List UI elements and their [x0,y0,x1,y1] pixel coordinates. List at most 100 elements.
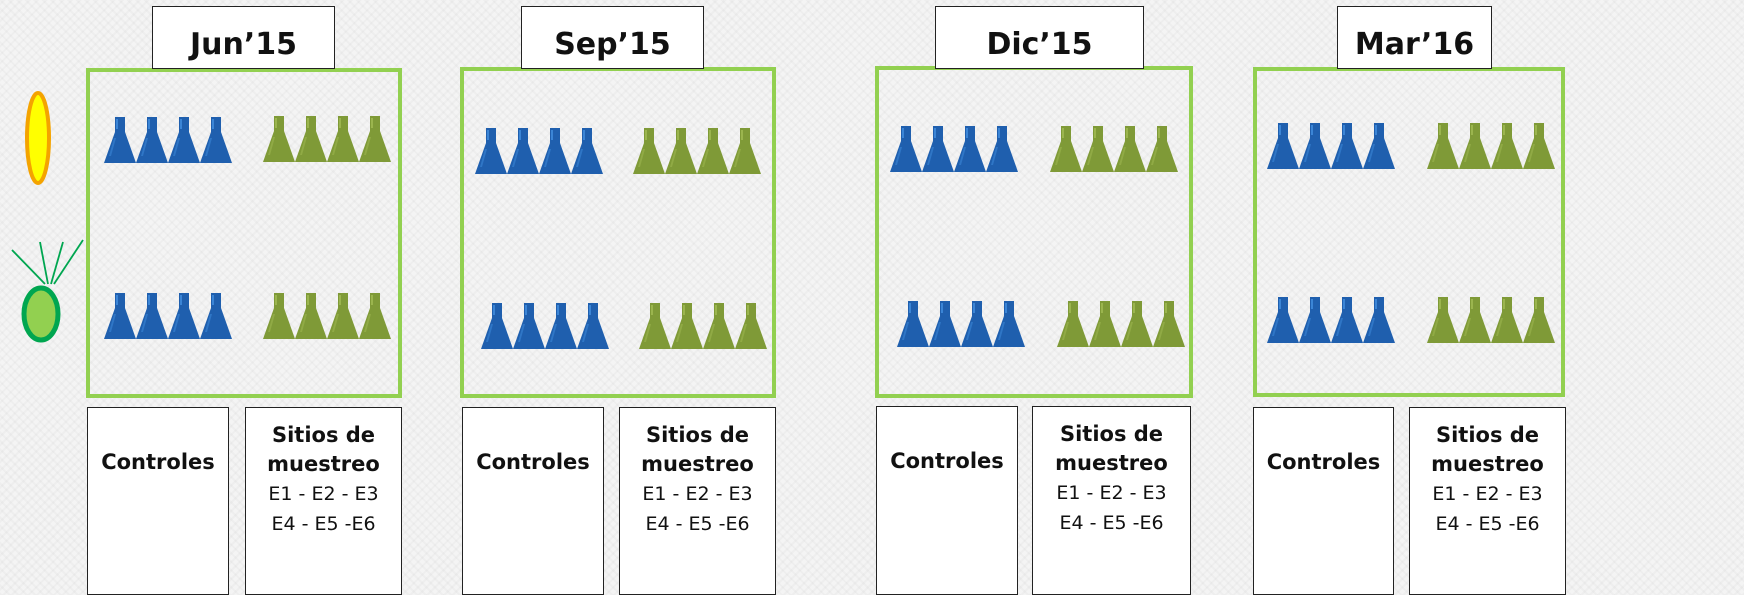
green-flask-icon [1459,297,1491,343]
green-flask-icon [359,116,391,162]
green-flask-icon [263,293,295,339]
panel-frame [1253,67,1565,397]
panel-date-title: Jun’15 [152,6,335,69]
green-flask-icon [327,293,359,339]
blue-flask-icon [922,126,954,172]
blue-flask-icon [993,301,1025,347]
controls-label: Controles [1266,450,1381,474]
sampling-sites-title: muestreo [267,452,380,476]
sampling-sites-box: Sitios de muestreo E1 - E2 - E3 E4 - E5 -E6 [1409,407,1566,595]
blue-flask-icon [1363,123,1395,169]
blue-flask-icon [200,117,232,163]
sampling-sites-title: muestreo [1431,452,1544,476]
green-flask-icon [703,303,735,349]
blue-flask-icon [1363,297,1395,343]
blue-flask-icon [571,128,603,174]
blue-flask-icon [1299,123,1331,169]
sampling-sites-list: E4 - E5 -E6 [645,513,750,535]
green-flask-icon [1459,123,1491,169]
sampling-sites-list: E1 - E2 - E3 [642,483,753,505]
green-flask-icon [1427,297,1459,343]
controls-label: Controles [101,450,215,474]
sampling-sites-title: Sitios de [645,423,750,447]
green-flask-icon [665,128,697,174]
blue-flask-icon [577,303,609,349]
panel-frame [86,68,402,398]
sampling-sites-title: Sitios de [271,423,376,447]
green-flask-icon [697,128,729,174]
controls-label: Controles [890,449,1004,473]
blue-flask-icon [475,128,507,174]
green-flask-icon [1082,126,1114,172]
blue-flask-icon [1299,297,1331,343]
green-flask-icon [1491,297,1523,343]
green-flask-icon [263,116,295,162]
blue-flask-icon [1267,123,1299,169]
panel-date-title: Dic’15 [935,6,1144,69]
sampling-sites-box: Sitios de muestreo E1 - E2 - E3 E4 - E5 -E6 [619,407,776,595]
blue-flask-icon [954,126,986,172]
green-flask-icon [1427,123,1459,169]
green-flask-icon [359,293,391,339]
green-flask-icon [295,293,327,339]
blue-flask-icon [507,128,539,174]
sampling-sites-box: Sitios de muestreo E1 - E2 - E3 E4 - E5 -E6 [1032,406,1191,595]
blue-flask-icon [890,126,922,172]
blue-flask-icon [986,126,1018,172]
sampling-sites-title: muestreo [641,452,754,476]
green-flagellate-cell-icon [11,239,84,343]
yellow-oval-cell-icon [25,91,51,185]
sampling-sites-list: E1 - E2 - E3 [1432,483,1543,505]
green-flask-icon [1146,126,1178,172]
controls-label-box: Controles [87,407,229,595]
green-flask-icon [1523,123,1555,169]
green-flask-icon [1121,301,1153,347]
green-flask-icon [295,116,327,162]
green-flask-icon [729,128,761,174]
green-flask-icon [639,303,671,349]
green-flask-icon [633,128,665,174]
blue-flask-icon [539,128,571,174]
blue-flask-icon [1331,297,1363,343]
sampling-sites-title: Sitios de [1435,423,1540,447]
blue-flask-icon [168,293,200,339]
controls-label-box: Controles [1253,407,1394,595]
controls-label-box: Controles [462,407,604,595]
sampling-sites-list: E1 - E2 - E3 [268,483,379,505]
sampling-sites-list: E4 - E5 -E6 [1435,513,1540,535]
green-flask-icon [1491,123,1523,169]
green-flask-icon [327,116,359,162]
sampling-sites-title: muestreo [1055,451,1168,475]
green-flask-icon [1153,301,1185,347]
panel-date-title: Mar’16 [1337,6,1492,69]
panel-frame [460,67,776,398]
sampling-sites-box: Sitios de muestreo E1 - E2 - E3 E4 - E5 -E6 [245,407,402,595]
blue-flask-icon [1267,297,1299,343]
blue-flask-icon [136,117,168,163]
sampling-sites-title: Sitios de [1059,422,1164,446]
blue-flask-icon [545,303,577,349]
green-flask-icon [1089,301,1121,347]
blue-flask-icon [481,303,513,349]
blue-flask-icon [1331,123,1363,169]
blue-flask-icon [136,293,168,339]
controls-label-box: Controles [876,406,1018,595]
blue-flask-icon [168,117,200,163]
blue-flask-icon [961,301,993,347]
sampling-sites-list: E4 - E5 -E6 [271,513,376,535]
green-flask-icon [1057,301,1089,347]
green-flask-icon [1523,297,1555,343]
green-flask-icon [1050,126,1082,172]
sampling-sites-list: E4 - E5 -E6 [1059,512,1164,534]
blue-flask-icon [513,303,545,349]
green-flask-icon [671,303,703,349]
green-flask-icon [1114,126,1146,172]
green-flask-icon [735,303,767,349]
blue-flask-icon [929,301,961,347]
blue-flask-icon [104,293,136,339]
panel-frame [875,66,1193,398]
sampling-sites-list: E1 - E2 - E3 [1056,482,1167,504]
blue-flask-icon [200,293,232,339]
blue-flask-icon [897,301,929,347]
blue-flask-icon [104,117,136,163]
